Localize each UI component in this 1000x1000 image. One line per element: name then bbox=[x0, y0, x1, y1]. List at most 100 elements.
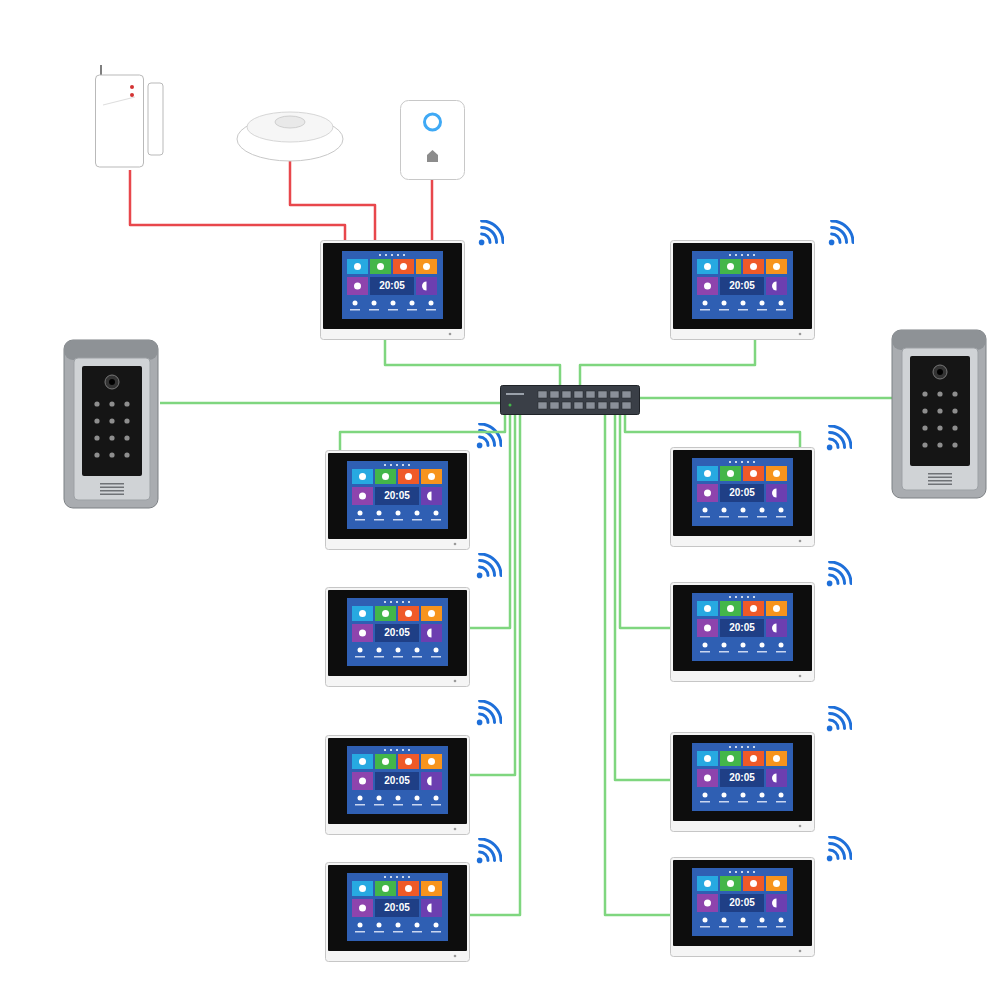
app-tile bbox=[720, 876, 741, 891]
app-icon bbox=[772, 899, 777, 908]
monitor-glass bbox=[323, 243, 462, 329]
monitor-frame bbox=[671, 733, 815, 832]
app-icon bbox=[382, 885, 389, 892]
app-icon bbox=[727, 470, 734, 477]
status-dot bbox=[741, 746, 743, 748]
monitor-screen bbox=[692, 251, 793, 319]
menu-bar bbox=[412, 931, 422, 933]
menu-icon bbox=[703, 918, 708, 923]
switch-body bbox=[501, 386, 640, 415]
smoke-detector bbox=[235, 95, 345, 165]
app-tile bbox=[720, 259, 741, 274]
camera-pupil bbox=[937, 369, 943, 375]
app-icon bbox=[359, 905, 366, 912]
app-icon bbox=[704, 900, 711, 907]
menu-icon bbox=[779, 643, 784, 648]
clock-tile bbox=[375, 772, 419, 790]
menu-icon bbox=[779, 918, 784, 923]
keypad-key bbox=[109, 435, 114, 440]
app-tile bbox=[720, 751, 741, 766]
status-dot bbox=[402, 749, 404, 751]
menu-icon bbox=[434, 511, 439, 516]
status-dot bbox=[384, 601, 386, 603]
power-led bbox=[799, 333, 802, 336]
keypad-key bbox=[937, 442, 942, 447]
monitor-frame bbox=[671, 241, 815, 340]
network-cable bbox=[385, 340, 560, 385]
app-icon bbox=[427, 777, 432, 786]
monitor-screen bbox=[347, 461, 448, 529]
keypad-key bbox=[937, 425, 942, 430]
switch-port bbox=[574, 402, 583, 409]
keypad-key bbox=[124, 452, 129, 457]
menu-icon bbox=[722, 793, 727, 798]
app-tile bbox=[347, 277, 368, 295]
app-icon bbox=[704, 775, 711, 782]
app-tile bbox=[370, 259, 391, 274]
alarm-wire bbox=[290, 161, 375, 240]
network-cable bbox=[625, 415, 800, 447]
menu-icon bbox=[741, 301, 746, 306]
clock-text: 20:05 bbox=[720, 277, 764, 295]
app-icon bbox=[704, 755, 711, 762]
status-dot bbox=[735, 461, 737, 463]
clock-text: 20:05 bbox=[720, 619, 764, 637]
menu-icon bbox=[358, 796, 363, 801]
menu-bar bbox=[776, 651, 786, 653]
clock-text: 20:05 bbox=[370, 277, 414, 295]
menu-icon bbox=[760, 918, 765, 923]
menu-icon bbox=[760, 793, 765, 798]
menu-icon bbox=[415, 648, 420, 653]
station-front bbox=[902, 348, 978, 490]
status-dot bbox=[384, 876, 386, 878]
switch-mark bbox=[506, 393, 524, 395]
siren-logo bbox=[427, 150, 438, 162]
app-icon bbox=[704, 880, 711, 887]
app-tile bbox=[421, 624, 442, 642]
clock-tile bbox=[720, 769, 764, 787]
monitor-glass bbox=[673, 450, 812, 536]
status-dot bbox=[753, 871, 755, 873]
status-dot bbox=[384, 749, 386, 751]
app-icon bbox=[382, 758, 389, 765]
monitor-frame bbox=[326, 588, 470, 687]
menu-icon bbox=[760, 301, 765, 306]
app-icon bbox=[427, 492, 432, 501]
network-switch bbox=[500, 385, 640, 415]
sensor-led bbox=[130, 93, 134, 97]
speaker-slot bbox=[928, 477, 952, 479]
app-tile bbox=[398, 754, 419, 769]
power-led bbox=[799, 825, 802, 828]
app-tile bbox=[697, 466, 718, 481]
status-dot bbox=[408, 464, 410, 466]
station-housing bbox=[64, 340, 158, 508]
menu-bar bbox=[393, 519, 403, 521]
menu-bar bbox=[776, 926, 786, 928]
speaker-slot bbox=[100, 490, 124, 492]
power-led bbox=[454, 543, 457, 546]
switch-port bbox=[550, 391, 559, 398]
menu-bar bbox=[700, 926, 710, 928]
app-tile bbox=[766, 894, 787, 912]
network-cable bbox=[620, 415, 670, 628]
wifi-icon bbox=[827, 426, 851, 450]
menu-bar bbox=[757, 516, 767, 518]
app-icon bbox=[428, 758, 435, 765]
status-dot bbox=[753, 596, 755, 598]
menu-bar bbox=[700, 309, 710, 311]
app-tile bbox=[352, 772, 373, 790]
keypad-key bbox=[937, 408, 942, 413]
wifi-icon bbox=[827, 837, 851, 861]
station-hood bbox=[892, 330, 986, 350]
menu-bar bbox=[719, 801, 729, 803]
app-icon bbox=[772, 624, 777, 633]
app-tile bbox=[421, 881, 442, 896]
menu-icon bbox=[415, 511, 420, 516]
app-tile bbox=[352, 881, 373, 896]
status-dot bbox=[753, 461, 755, 463]
menu-bar bbox=[757, 309, 767, 311]
app-icon bbox=[405, 473, 412, 480]
menu-bar bbox=[757, 801, 767, 803]
sensor-led bbox=[130, 85, 134, 89]
switch-port bbox=[586, 391, 595, 398]
